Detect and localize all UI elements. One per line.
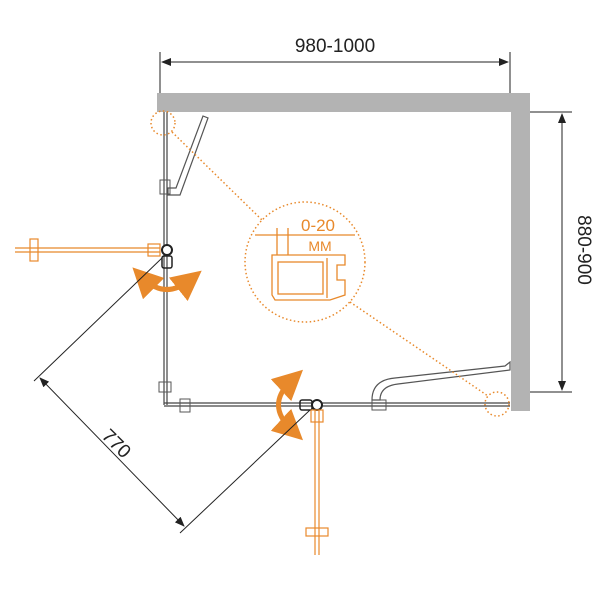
swing-arrow-icon [132, 267, 202, 302]
hinge-bottom [311, 399, 323, 411]
door-open-left [15, 238, 161, 262]
door-open-bottom [305, 409, 329, 555]
support-bar-left [167, 115, 209, 196]
glass-panels [163, 112, 510, 407]
door-width-label: 770 [97, 425, 134, 462]
detail-callout [150, 110, 510, 417]
side-wall [511, 93, 530, 411]
adjust-label: 0-20 [301, 216, 335, 235]
back-wall [157, 93, 530, 112]
door-width-dimension [33, 257, 311, 534]
swing-arrow-icon [270, 369, 304, 441]
fitting [371, 399, 387, 411]
width-label: 980-1000 [295, 36, 375, 57]
hinge-left [161, 244, 173, 256]
depth-label: 880-900 [573, 215, 594, 285]
depth-dimension [530, 111, 572, 393]
adjust-unit: MM [308, 238, 331, 254]
support-bar-right [371, 360, 511, 401]
hinge-body [299, 399, 313, 411]
profile-detail-icon [255, 228, 355, 301]
width-dimension [159, 52, 511, 93]
fitting [158, 381, 172, 393]
fitting [159, 179, 171, 195]
